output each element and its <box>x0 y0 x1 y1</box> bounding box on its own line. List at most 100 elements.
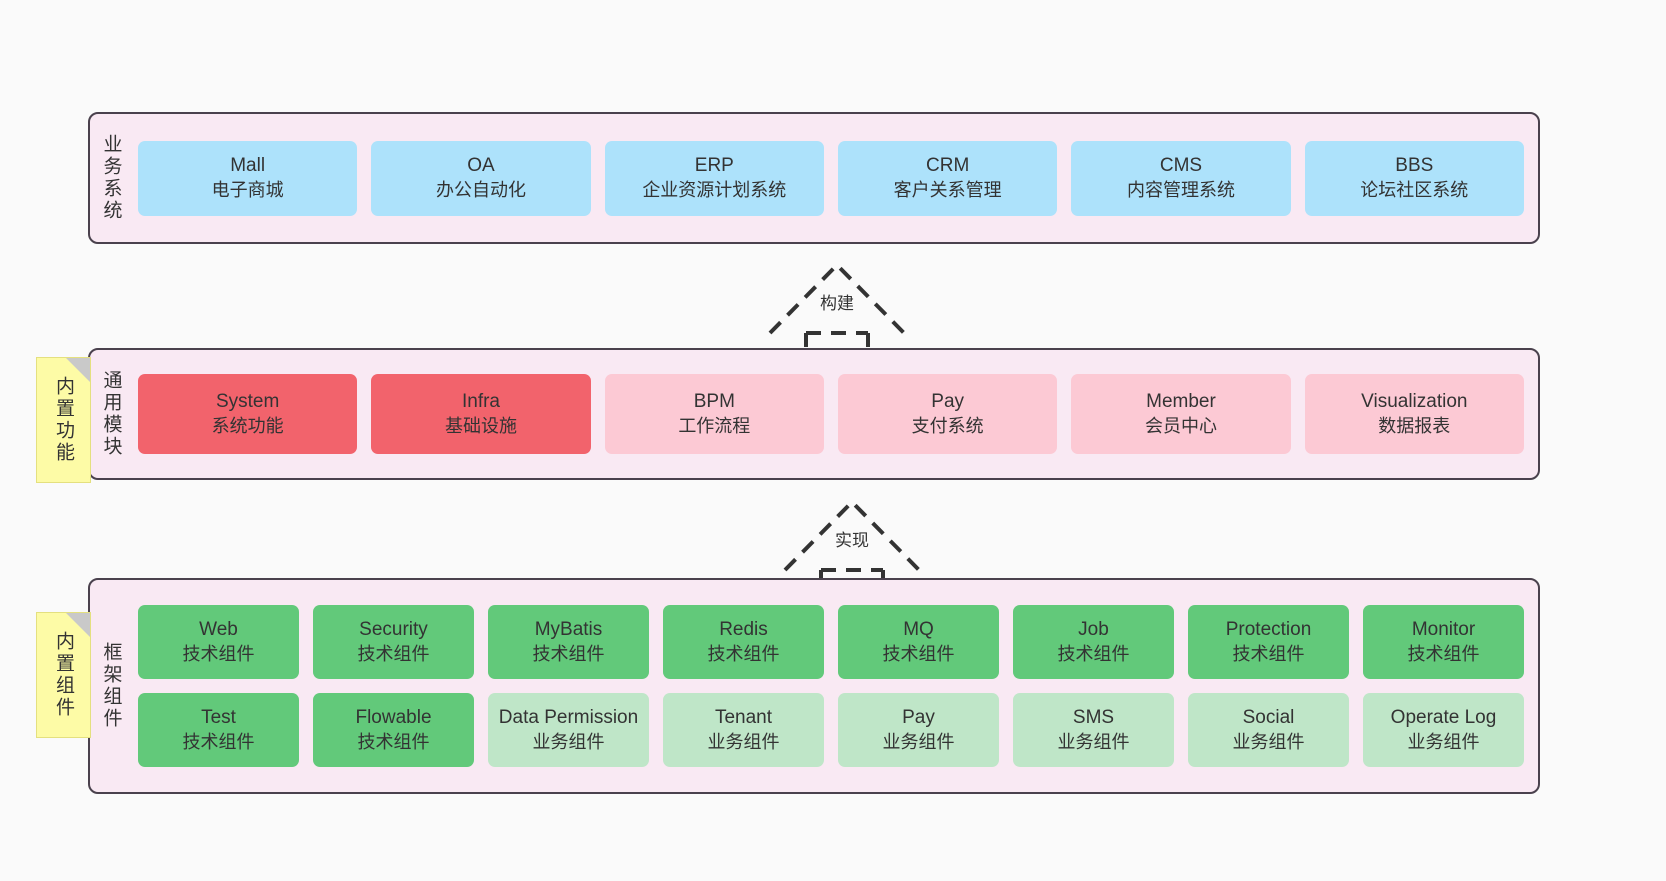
node-row: Web 技术组件 Security 技术组件 MyBatis 技术组件 Redi… <box>138 605 1524 679</box>
arrowhead-triangle-build <box>768 262 906 335</box>
node-operate-log[interactable]: Operate Log 业务组件 <box>1363 693 1524 767</box>
node-subtitle: 基础设施 <box>444 415 517 436</box>
node-subtitle: 内容管理系统 <box>1126 179 1235 200</box>
node-subtitle: 业务组件 <box>532 731 605 752</box>
node-title: Flowable <box>355 707 432 729</box>
node-subtitle: 技术组件 <box>1407 643 1480 664</box>
node-title: Web <box>199 619 238 641</box>
folded-corner-icon <box>66 358 90 382</box>
node-system[interactable]: System 系统功能 <box>138 374 358 454</box>
node-subtitle: 企业资源计划系统 <box>642 179 787 200</box>
node-subtitle: 支付系统 <box>911 415 984 436</box>
node-subtitle: 技术组件 <box>182 643 255 664</box>
node-title: Security <box>359 619 428 641</box>
sticky-note-built-in-component: 内置组件 <box>36 612 91 738</box>
arrow-label-build: 构建 <box>820 294 854 313</box>
node-subtitle: 系统功能 <box>211 415 284 436</box>
node-redis[interactable]: Redis 技术组件 <box>663 605 824 679</box>
node-title: Operate Log <box>1390 707 1497 729</box>
node-subtitle: 技术组件 <box>1057 643 1130 664</box>
node-job[interactable]: Job 技术组件 <box>1013 605 1174 679</box>
node-subtitle: 业务组件 <box>707 731 780 752</box>
node-title: Job <box>1078 619 1109 641</box>
node-erp[interactable]: ERP 企业资源计划系统 <box>604 140 824 216</box>
node-subtitle: 技术组件 <box>1232 643 1305 664</box>
node-title: Social <box>1242 707 1295 729</box>
node-title: BBS <box>1395 155 1434 177</box>
sticky-note-built-in-feature: 内置功能 <box>36 357 91 483</box>
node-title: Visualization <box>1361 391 1468 413</box>
node-title: CRM <box>926 155 970 177</box>
node-title: Mall <box>230 155 266 177</box>
node-subtitle: 数据报表 <box>1378 415 1451 436</box>
node-infra[interactable]: Infra 基础设施 <box>371 374 591 454</box>
node-subtitle: 技术组件 <box>882 643 955 664</box>
arrow-build: 构建 <box>762 255 912 347</box>
node-crm[interactable]: CRM 客户关系管理 <box>837 140 1058 216</box>
node-protection[interactable]: Protection 技术组件 <box>1188 605 1349 679</box>
node-row: Test 技术组件 Flowable 技术组件 Data Permission … <box>138 693 1524 767</box>
node-tenant[interactable]: Tenant 业务组件 <box>663 693 824 767</box>
node-member[interactable]: Member 会员中心 <box>1071 374 1291 454</box>
node-subtitle: 论坛社区系统 <box>1360 179 1469 200</box>
node-title: Redis <box>719 619 768 641</box>
node-monitor[interactable]: Monitor 技术组件 <box>1363 605 1524 679</box>
node-row: System 系统功能 Infra 基础设施 BPM 工作流程 Pay 支付系统… <box>138 374 1524 454</box>
node-subtitle: 电子商城 <box>211 179 284 200</box>
node-title: Tenant <box>714 707 773 729</box>
node-pay[interactable]: Pay 支付系统 <box>837 374 1058 454</box>
node-mybatis[interactable]: MyBatis 技术组件 <box>488 605 649 679</box>
node-title: Test <box>201 707 236 729</box>
node-title: Monitor <box>1411 619 1476 641</box>
node-subtitle: 技术组件 <box>357 731 430 752</box>
node-title: Data Permission <box>498 707 639 729</box>
node-subtitle: 业务组件 <box>1232 731 1305 752</box>
node-security[interactable]: Security 技术组件 <box>313 605 474 679</box>
node-oa[interactable]: OA 办公自动化 <box>371 140 591 216</box>
arrow-stem-build <box>804 331 870 347</box>
node-subtitle: 技术组件 <box>357 643 430 664</box>
folded-corner-icon <box>66 613 90 637</box>
layer-body-framework-component: Web 技术组件 Security 技术组件 MyBatis 技术组件 Redi… <box>132 580 1538 792</box>
layer-body-business-system: Mall 电子商城 OA 办公自动化 ERP 企业资源计划系统 CRM 客户关系… <box>132 114 1538 242</box>
arrowhead-triangle-implement <box>783 499 921 572</box>
node-row: Mall 电子商城 OA 办公自动化 ERP 企业资源计划系统 CRM 客户关系… <box>138 140 1524 216</box>
node-mq[interactable]: MQ 技术组件 <box>838 605 999 679</box>
layer-common-module: 通用模块 System 系统功能 Infra 基础设施 BPM 工作流程 Pay… <box>88 348 1540 480</box>
node-title: Infra <box>461 391 500 413</box>
node-social[interactable]: Social 业务组件 <box>1188 693 1349 767</box>
node-subtitle: 技术组件 <box>532 643 605 664</box>
node-data-permission[interactable]: Data Permission 业务组件 <box>488 693 649 767</box>
node-sms[interactable]: SMS 业务组件 <box>1013 693 1174 767</box>
layer-framework-component: 框架组件 Web 技术组件 Security 技术组件 MyBatis 技术组件… <box>88 578 1540 794</box>
node-subtitle: 技术组件 <box>707 643 780 664</box>
node-title: Pay <box>902 707 935 729</box>
node-title: MyBatis <box>534 619 603 641</box>
node-web[interactable]: Web 技术组件 <box>138 605 299 679</box>
node-test[interactable]: Test 技术组件 <box>138 693 299 767</box>
node-visualization[interactable]: Visualization 数据报表 <box>1304 374 1524 454</box>
node-mall[interactable]: Mall 电子商城 <box>138 140 358 216</box>
node-subtitle: 会员中心 <box>1144 415 1217 436</box>
node-cms[interactable]: CMS 内容管理系统 <box>1071 140 1291 216</box>
node-title: Protection <box>1225 619 1312 641</box>
node-title: SMS <box>1072 707 1115 729</box>
node-subtitle: 客户关系管理 <box>893 179 1002 200</box>
layer-label-common-module: 通用模块 <box>100 370 122 458</box>
node-title: Pay <box>931 391 965 413</box>
node-title: BPM <box>693 391 735 413</box>
node-bpm[interactable]: BPM 工作流程 <box>604 374 824 454</box>
node-pay-business[interactable]: Pay 业务组件 <box>838 693 999 767</box>
node-title: MQ <box>903 619 934 641</box>
node-subtitle: 技术组件 <box>182 731 255 752</box>
node-flowable[interactable]: Flowable 技术组件 <box>313 693 474 767</box>
node-title: CMS <box>1159 155 1203 177</box>
node-subtitle: 业务组件 <box>882 731 955 752</box>
layer-business-system: 业务系统 Mall 电子商城 OA 办公自动化 ERP 企业资源计划系统 CRM… <box>88 112 1540 244</box>
node-bbs[interactable]: BBS 论坛社区系统 <box>1304 140 1524 216</box>
arrow-implement: 实现 <box>777 492 927 584</box>
node-title: Member <box>1146 391 1216 413</box>
sticky-note-label: 内置组件 <box>53 631 74 719</box>
node-subtitle: 业务组件 <box>1057 731 1130 752</box>
